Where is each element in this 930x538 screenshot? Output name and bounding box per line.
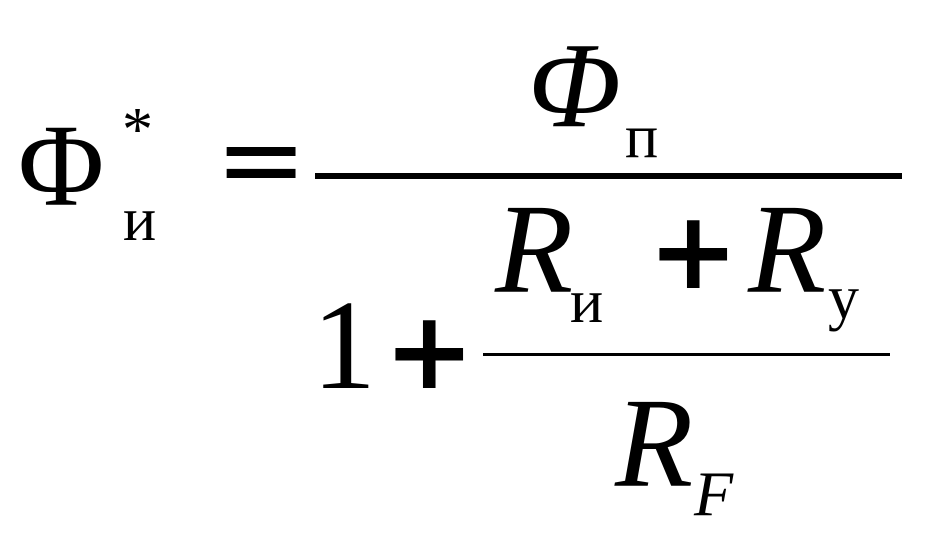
inner-numerator-r1-subscript: и xyxy=(570,268,603,336)
inner-denominator-subscript: F xyxy=(693,458,734,529)
numerator-subscript: п xyxy=(625,103,658,171)
inner-numerator-r2: R xyxy=(747,178,826,320)
lhs-subscript: и xyxy=(123,186,156,254)
numerator-phi: Φ xyxy=(528,18,621,153)
denominator-one: 1 xyxy=(312,274,376,416)
inner-denominator-r: R xyxy=(614,372,693,514)
inner-fraction-bar xyxy=(483,353,890,356)
inner-numerator-plus: + xyxy=(648,189,739,314)
inner-numerator-r1: R xyxy=(494,178,573,320)
denominator-plus: + xyxy=(384,289,475,414)
main-fraction-bar xyxy=(315,173,902,179)
inner-numerator-r2-subscript: у xyxy=(828,264,859,332)
lhs-superscript-star: * xyxy=(122,96,153,164)
lhs-phi: Φ xyxy=(18,100,104,231)
equals-sign: = xyxy=(215,95,307,223)
